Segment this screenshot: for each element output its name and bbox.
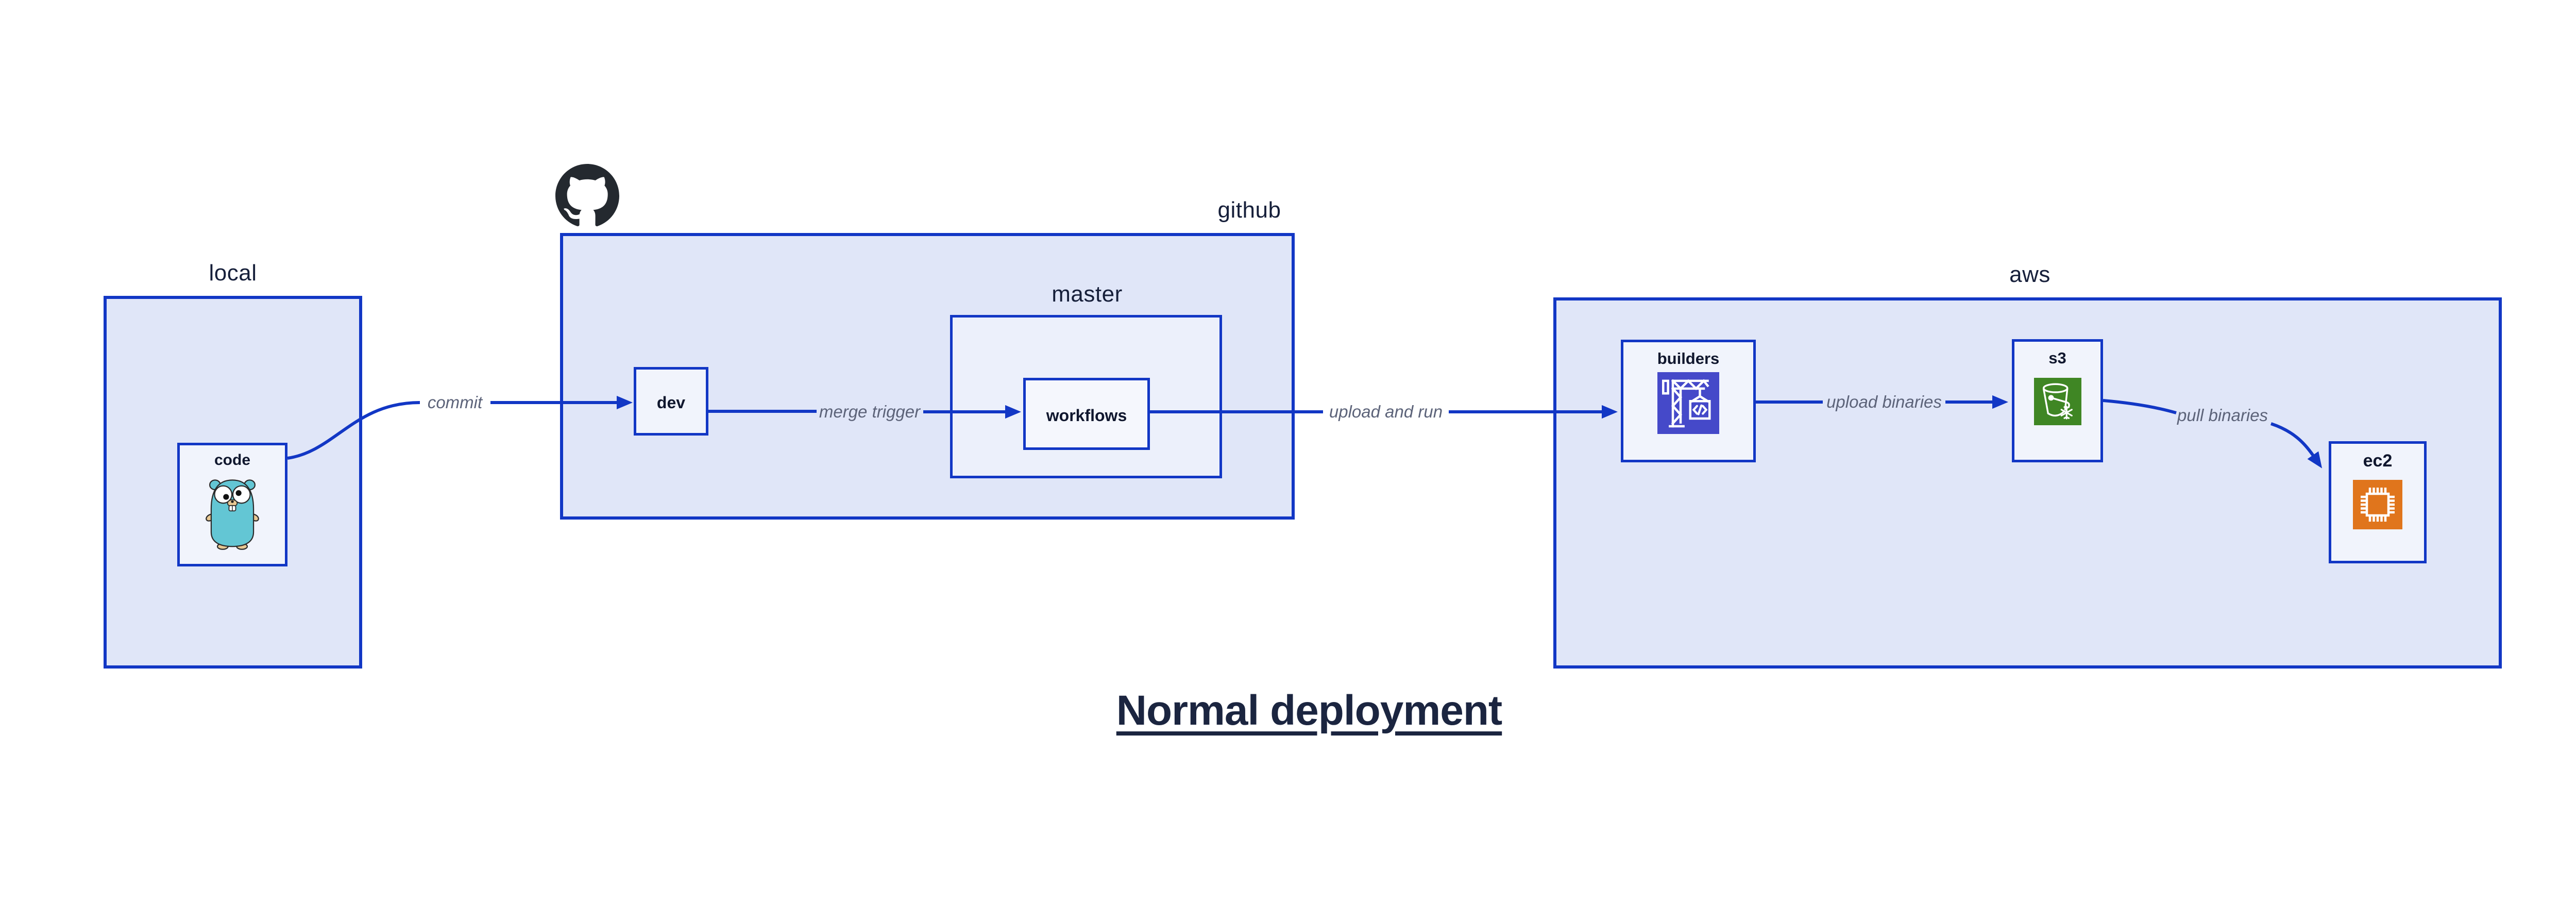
node-label-dev: dev (656, 393, 686, 412)
node-s3: s3 (2012, 339, 2103, 462)
go-gopher-icon (206, 479, 259, 550)
node-builders: builders (1621, 340, 1756, 462)
diagram-title: Normal deployment (1116, 687, 1502, 734)
node-label-workflows: workflows (1046, 406, 1127, 425)
edge-label-upload-binaries: upload binaries (1826, 392, 1942, 411)
group-label-github: github (1217, 197, 1281, 223)
node-label-code: code (214, 452, 251, 469)
edge-label-merge-trigger: merge trigger (819, 402, 921, 421)
node-workflows: workflows (1023, 378, 1150, 450)
node-ec2: ec2 (2329, 441, 2427, 563)
group-label-local: local (209, 260, 257, 286)
s3-glacier-bucket-icon (2033, 378, 2081, 425)
node-label-s3: s3 (2048, 349, 2066, 367)
codebuild-crane-icon (1657, 372, 1719, 434)
group-label-master: master (1052, 281, 1123, 307)
edge-label-commit: commit (427, 393, 483, 412)
edge-label-pull-binaries: pull binaries (2177, 406, 2268, 425)
edge-label-upload-and-run: upload and run (1329, 402, 1443, 421)
node-label-builders: builders (1657, 349, 1720, 368)
node-code: code (177, 443, 287, 566)
node-label-ec2: ec2 (2363, 451, 2393, 471)
node-dev: dev (634, 367, 708, 436)
ec2-chip-icon (2353, 480, 2402, 529)
group-label-aws: aws (2009, 262, 2050, 287)
github-octocat-icon (555, 164, 619, 226)
